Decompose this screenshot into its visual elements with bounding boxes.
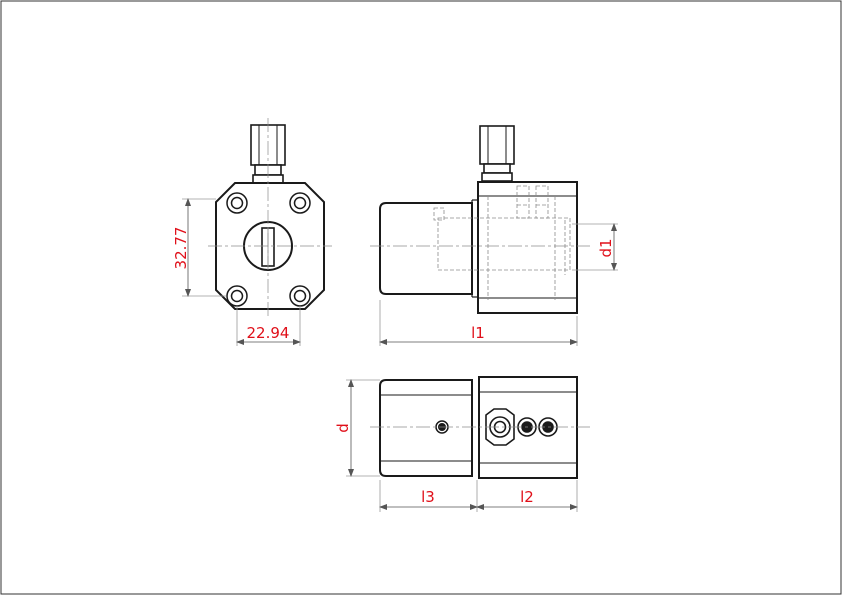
front-view — [208, 118, 332, 318]
front-width-dimension — [236, 306, 301, 346]
total-length-label: l1 — [471, 324, 485, 342]
bore-diameter-label: d1 — [597, 238, 615, 257]
bore-diameter-dimension — [572, 223, 618, 271]
side-view-fitting — [479, 125, 515, 182]
shank-length-label: l3 — [421, 488, 435, 506]
width-dimension-label: 22.94 — [247, 324, 290, 342]
side-view-hidden-lines — [433, 185, 571, 300]
side-view-shank — [379, 202, 473, 295]
front-height-dimension — [182, 198, 226, 297]
height-dimension-label: 32.77 — [172, 227, 190, 270]
body-length-label: l2 — [520, 488, 534, 506]
side-view-body — [477, 181, 578, 314]
side-view — [370, 125, 590, 314]
shank-diameter-dimension — [346, 379, 380, 477]
total-length-dimension — [379, 300, 578, 346]
shank-and-body-length-dimensions — [379, 480, 578, 512]
top-view-shank — [379, 379, 473, 477]
top-view — [370, 376, 590, 479]
shank-diameter-label: d — [334, 423, 352, 433]
